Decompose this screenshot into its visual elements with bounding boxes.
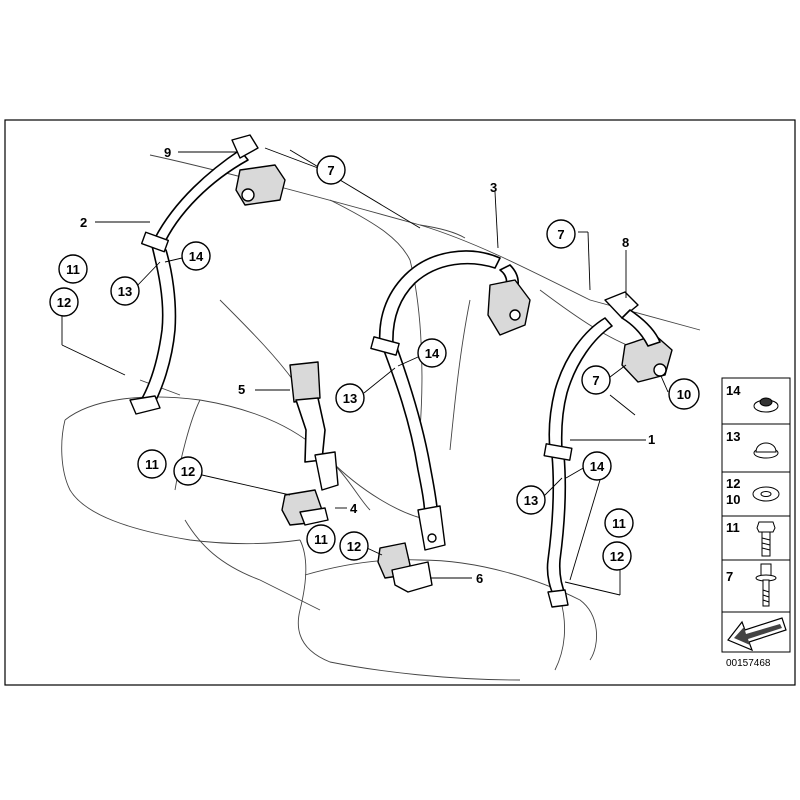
callout-7-right: 7 xyxy=(581,365,611,395)
svg-text:14: 14 xyxy=(189,249,204,264)
table-label-14: 14 xyxy=(726,383,741,398)
svg-text:12: 12 xyxy=(57,295,71,310)
label-2: 2 xyxy=(80,215,87,230)
rear-seat-outline xyxy=(61,154,701,681)
callout-12-right: 12 xyxy=(602,541,632,571)
hex-bolt-icon xyxy=(756,521,776,557)
shoulder-bolt-icon xyxy=(755,563,777,607)
left-seat-belt xyxy=(129,134,286,415)
table-label-11: 11 xyxy=(726,520,740,535)
label-1: 1 xyxy=(648,432,655,447)
svg-text:11: 11 xyxy=(66,262,80,277)
svg-text:12: 12 xyxy=(181,464,195,479)
svg-text:13: 13 xyxy=(524,493,538,508)
svg-text:7: 7 xyxy=(557,227,564,242)
svg-text:11: 11 xyxy=(314,532,328,547)
table-label-12: 12 xyxy=(726,476,740,491)
svg-text:12: 12 xyxy=(347,539,361,554)
label-8: 8 xyxy=(622,235,629,250)
washer-icon xyxy=(752,486,780,502)
svg-text:14: 14 xyxy=(425,346,440,361)
right-seat-belt xyxy=(543,291,673,608)
svg-text:13: 13 xyxy=(118,284,132,299)
buckle-5 xyxy=(289,361,339,491)
callout-12-left: 12 xyxy=(49,287,79,317)
buckle-4 xyxy=(281,489,329,526)
callout-14-left: 14 xyxy=(181,241,211,271)
svg-text:12: 12 xyxy=(610,549,624,564)
label-4: 4 xyxy=(350,501,358,516)
diagram-id: 00157468 xyxy=(726,658,771,669)
svg-text:11: 11 xyxy=(145,457,159,472)
callout-7-top-left: 7 xyxy=(316,155,346,185)
label-3: 3 xyxy=(490,180,497,195)
callout-13-right: 13 xyxy=(516,485,546,515)
callout-11-right: 11 xyxy=(604,508,634,538)
table-label-10: 10 xyxy=(726,492,740,507)
table-label-7: 7 xyxy=(726,569,733,584)
svg-text:10: 10 xyxy=(677,387,691,402)
leader-lines xyxy=(61,147,669,596)
label-5: 5 xyxy=(238,382,245,397)
label-9: 9 xyxy=(164,145,171,160)
callout-12-buckle-4: 12 xyxy=(173,456,203,486)
svg-text:7: 7 xyxy=(592,373,599,388)
svg-text:13: 13 xyxy=(343,391,357,406)
part-number-labels: 1 2 3 4 5 6 8 9 xyxy=(80,145,655,586)
center-seat-belt xyxy=(370,250,531,551)
rubber-cap-icon xyxy=(753,442,779,459)
callout-10: 10 xyxy=(668,378,700,410)
svg-text:7: 7 xyxy=(327,163,334,178)
callout-11-buckle-4: 11 xyxy=(137,449,167,479)
diagram-frame xyxy=(4,119,796,686)
direction-arrow-icon xyxy=(727,617,787,652)
callout-11-left: 11 xyxy=(58,254,88,284)
table-label-13: 13 xyxy=(726,429,740,444)
svg-text:14: 14 xyxy=(590,459,605,474)
parts-table: 14 13 12 10 11 7 xyxy=(721,377,791,653)
callout-13-left: 13 xyxy=(110,276,140,306)
svg-text:11: 11 xyxy=(612,516,626,531)
callout-14-right: 14 xyxy=(582,451,612,481)
buckle-6 xyxy=(377,542,433,593)
callout-14-center: 14 xyxy=(417,338,447,368)
callout-13-center: 13 xyxy=(335,383,365,413)
label-6: 6 xyxy=(476,571,483,586)
callout-11-buckle-6: 11 xyxy=(306,524,336,554)
washer-cap-icon xyxy=(753,397,779,413)
callout-7-top-right: 7 xyxy=(546,219,576,249)
callout-12-buckle-6: 12 xyxy=(339,531,369,561)
circled-callouts: 7 7 7 10 11 12 13 14 13 14 11 12 11 12 1… xyxy=(49,155,700,571)
